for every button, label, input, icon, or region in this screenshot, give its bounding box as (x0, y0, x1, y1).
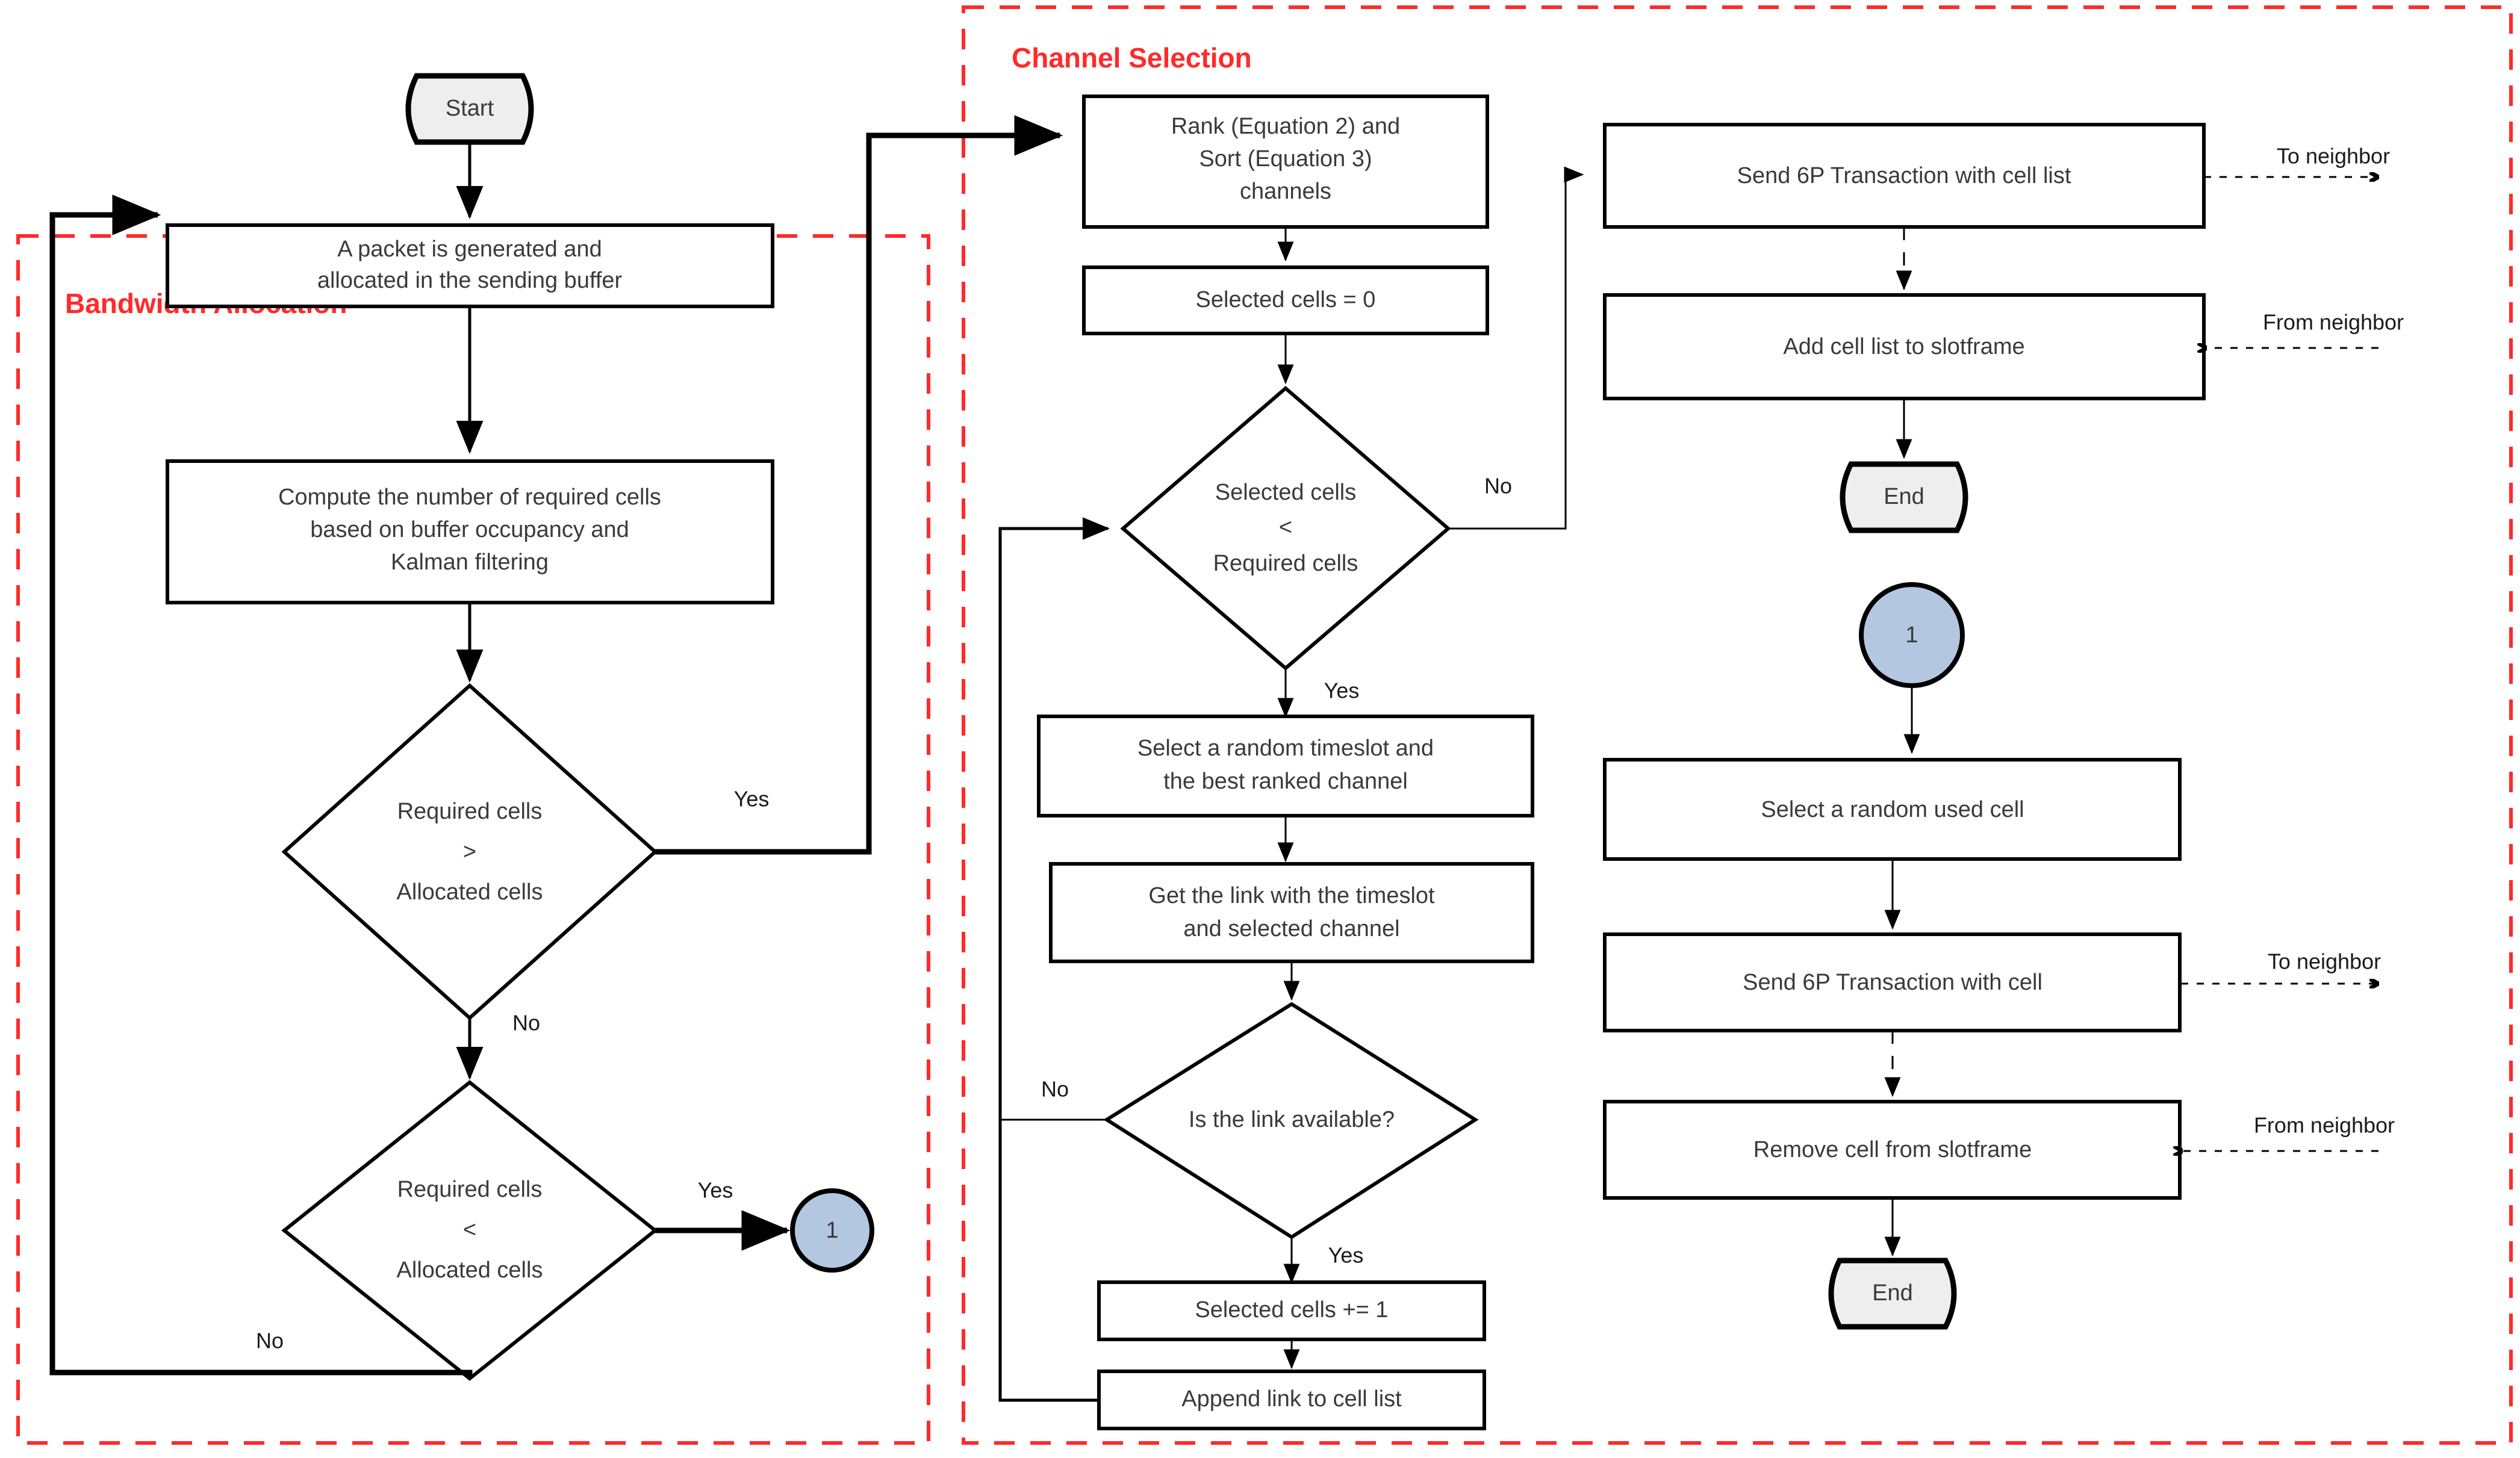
node-compute-shape (166, 459, 774, 604)
node-append-shape (1097, 1370, 1486, 1430)
node-sel-lt-req-line2: < (1279, 515, 1292, 540)
edge-req-lt-no-loopback (49, 194, 473, 1379)
edge-label-to-neighbor-1: To neighbor (2277, 144, 2390, 169)
edge-label-req-gt-yes: Yes (734, 787, 770, 811)
node-end-top-shape (1840, 461, 1968, 533)
node-rank-line3: channels (1240, 179, 1331, 204)
node-addcell-label: Add cell list to slotframe (1783, 334, 2024, 359)
node-send6p-cell-shape (1603, 932, 2182, 1032)
edge-label-req-gt-no: No (512, 1011, 540, 1035)
node-compute-label-line2: based on buffer occupancy and (310, 517, 629, 542)
node-req-lt-alloc-line1: Required cells (397, 1177, 543, 1202)
edge-label-req-lt-no: No (256, 1329, 284, 1353)
edge-label-to-neighbor-2: To neighbor (2268, 949, 2381, 974)
group-box-bandwidth (16, 234, 930, 1445)
group-title-channel: Channel Selection (1012, 42, 1252, 73)
node-connector-b-label: 1 (1905, 622, 1918, 648)
edge-label-sel-lt-req-yes: Yes (1324, 678, 1360, 703)
node-compute-label-line3: Kalman filtering (391, 550, 549, 575)
node-randslot-line1: Select a random timeslot and (1137, 736, 1434, 761)
node-end-bottom-label: End (1872, 1280, 1913, 1306)
node-randslot-shape (1037, 715, 1534, 817)
edge-sel-lt-req-no (1448, 166, 1584, 530)
node-randslot-line2: the best ranked channel (1163, 769, 1408, 794)
edge-req-gt-yes (655, 115, 1063, 855)
node-getlink-shape (1049, 862, 1534, 963)
node-req-gt-alloc-line2: > (463, 839, 476, 864)
node-end-bottom-shape (1828, 1258, 1957, 1330)
node-connector-a-label: 1 (826, 1218, 838, 1243)
node-req-gt-alloc-line3: Allocated cells (397, 879, 543, 905)
node-rank-line2: Sort (Equation 3) (1199, 146, 1372, 172)
node-req-lt-alloc-line3: Allocated cells (397, 1258, 543, 1283)
edge-label-from-neighbor-1: From neighbor (2263, 310, 2404, 335)
edge-label-linkavail-yes: Yes (1328, 1243, 1364, 1268)
node-linkavail-label: Is the link available? (1189, 1107, 1395, 1132)
node-send6p-list-label: Send 6P Transaction with cell list (1737, 163, 2071, 188)
node-end-top-label: End (1884, 484, 1924, 509)
node-selzero-label: Selected cells = 0 (1196, 287, 1376, 312)
node-removecell-label: Remove cell from slotframe (1753, 1137, 2032, 1162)
node-getlink-line2: and selected channel (1183, 916, 1399, 941)
edge-label-sel-lt-req-no: No (1484, 474, 1512, 498)
node-connector-a-shape (790, 1188, 874, 1273)
node-start-shape (405, 73, 534, 145)
node-packet-label-line1: A packet is generated and (337, 237, 602, 262)
node-req-lt-alloc-line2: < (463, 1217, 476, 1242)
edge-linkavail-no (999, 1118, 1107, 1385)
node-rank-line1: Rank (Equation 2) and (1171, 114, 1400, 139)
edge-label-req-lt-yes: Yes (698, 1178, 733, 1203)
node-randused-shape (1603, 758, 2182, 861)
node-req-gt-alloc-line1: Required cells (397, 799, 543, 824)
node-selplus-shape (1097, 1280, 1486, 1341)
node-sel-lt-req-line1: Selected cells (1215, 480, 1356, 505)
node-selplus-label: Selected cells += 1 (1195, 1297, 1388, 1323)
node-sel-lt-req-line3: Required cells (1213, 551, 1358, 576)
node-randused-label: Select a random used cell (1761, 797, 2024, 822)
edge-label-linkavail-no: No (1041, 1077, 1069, 1102)
edge-label-from-neighbor-2: From neighbor (2254, 1113, 2395, 1138)
node-send6p-cell-label: Send 6P Transaction with cell (1743, 970, 2042, 995)
edge-append-loopback (998, 517, 1110, 1402)
node-append-label: Append link to cell list (1181, 1386, 1402, 1412)
node-addcell-shape (1603, 293, 2206, 400)
node-rank-shape (1082, 95, 1489, 229)
node-getlink-line1: Get the link with the timeslot (1148, 883, 1435, 908)
group-box-channel (962, 5, 2513, 1445)
node-compute-label-line1: Compute the number of required cells (278, 485, 661, 510)
node-packet-label-line2: allocated in the sending buffer (317, 268, 623, 293)
node-start-label: Start (446, 96, 494, 121)
